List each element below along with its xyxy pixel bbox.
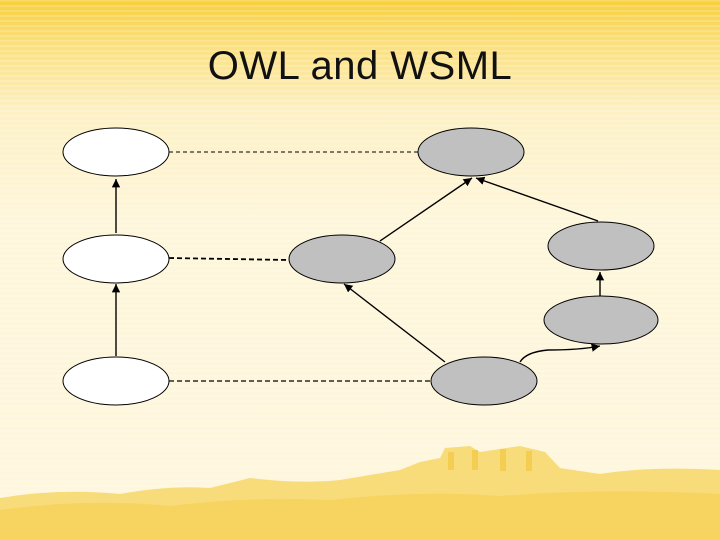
right-node-middle	[288, 234, 396, 284]
arrow-bottom-to-mid	[343, 283, 446, 363]
right-node-right-lower	[543, 295, 659, 345]
landscape-silhouette	[0, 446, 720, 540]
page-title: OWL and WSML	[207, 44, 513, 88]
left-node-top	[62, 127, 170, 177]
dashed-connector-middle	[168, 257, 290, 261]
left-node-middle	[62, 234, 170, 284]
arrow-mid-to-top	[379, 177, 473, 242]
right-node-bottom	[430, 356, 538, 406]
arrow-right-to-top	[475, 176, 599, 222]
right-node-right-upper	[547, 221, 655, 271]
arrow-bottom-to-right-lower	[519, 343, 601, 363]
right-node-top	[417, 127, 525, 177]
left-node-bottom	[62, 356, 170, 406]
